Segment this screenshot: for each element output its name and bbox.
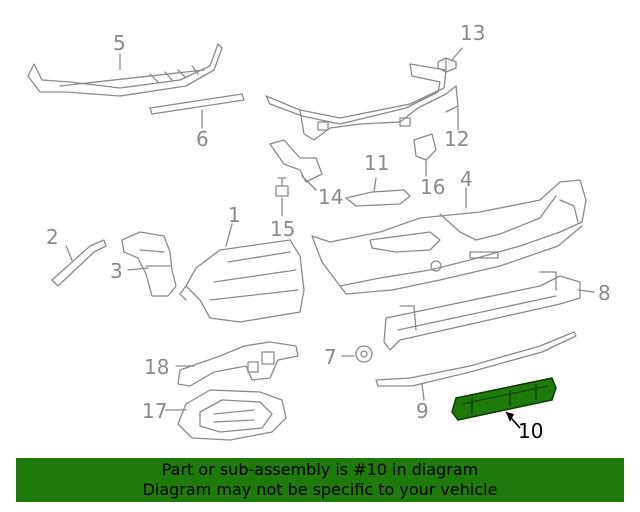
callout-7: 7 — [324, 345, 337, 369]
callout-18: 18 — [144, 355, 169, 379]
part-1-side-bracket — [179, 239, 305, 323]
part-4-bumper-fascia — [311, 179, 587, 295]
callout-16: 16 — [420, 175, 445, 199]
part-2-rod — [51, 239, 107, 287]
part-6-strip — [149, 93, 245, 115]
callout-14: 14 — [318, 185, 343, 209]
part-7-plug — [355, 345, 373, 363]
banner-line-2: Diagram may not be specific to your vehi… — [142, 480, 498, 499]
part-16-bracket — [413, 133, 437, 161]
part-12-crossmember — [265, 63, 459, 141]
callout-5: 5 — [113, 31, 126, 55]
part-5-upper-bracket — [27, 43, 223, 97]
callout-2: 2 — [46, 225, 59, 249]
callout-6: 6 — [196, 127, 209, 151]
part-18-bracket — [177, 341, 299, 387]
part-17-exhaust-tip — [177, 389, 287, 441]
callout-12: 12 — [444, 127, 469, 151]
callout-9: 9 — [416, 399, 429, 423]
part-11-trim — [345, 189, 411, 207]
part-14-bracket — [269, 139, 323, 183]
callout-15: 15 — [270, 217, 295, 241]
part-10-highlighted — [451, 377, 557, 429]
callout-8: 8 — [598, 281, 611, 305]
callout-11: 11 — [364, 151, 389, 175]
banner-line-1: Part or sub-assembly is #10 in diagram — [161, 460, 479, 479]
callout-17: 17 — [142, 399, 167, 423]
leader-lines — [65, 47, 595, 411]
part-9-trim-strip — [375, 331, 577, 387]
callout-13: 13 — [460, 21, 485, 45]
callout-10: 10 — [518, 419, 543, 443]
part-13-bolt — [437, 57, 457, 73]
callout-1: 1 — [228, 203, 241, 227]
part-3-bracket — [121, 231, 177, 297]
part-8-impact-bar — [383, 271, 581, 351]
info-banner: Part or sub-assembly is #10 in diagram D… — [16, 458, 624, 502]
callout-4: 4 — [460, 167, 473, 191]
part-15-clip — [275, 177, 289, 197]
callout-3: 3 — [110, 259, 123, 283]
